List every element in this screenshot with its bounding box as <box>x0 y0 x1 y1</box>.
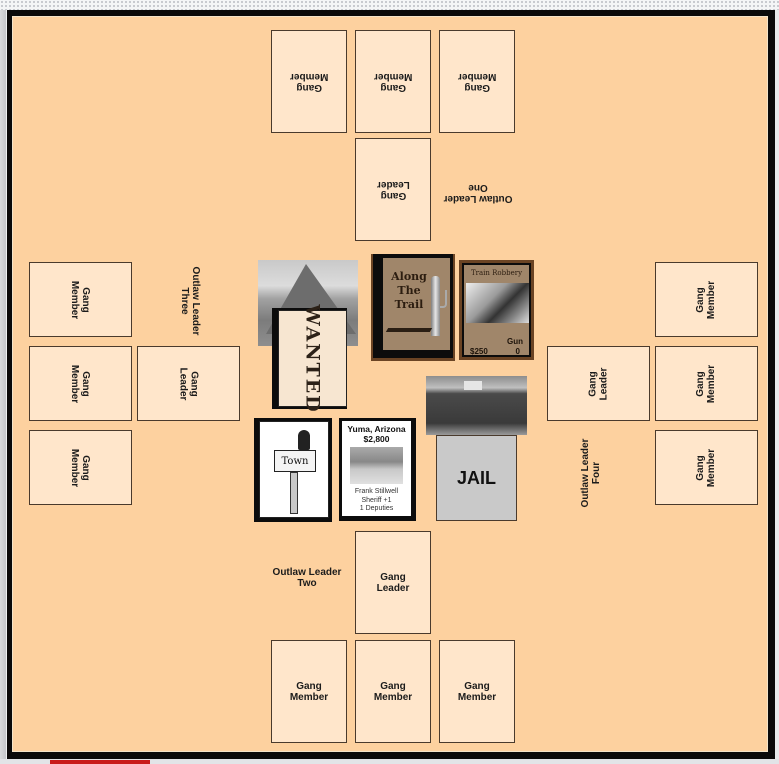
ground-shadow-graphic <box>385 328 433 332</box>
player-four-gang-member-slot-1[interactable]: Gang Member <box>655 262 758 337</box>
slot-label: Gang Member <box>289 70 329 93</box>
player-one-gang-member-slot-1[interactable]: Gang Member <box>271 30 347 133</box>
slot-label: Gang Member <box>373 680 413 703</box>
trail-event-card[interactable]: Train Robbery Gun $250 0 <box>459 260 534 360</box>
trail-card-face: Along The Trail <box>383 258 450 350</box>
trail-event-card-face: Train Robbery Gun $250 0 <box>462 263 531 357</box>
player-three-gang-member-slot-2[interactable]: Gang Member <box>29 346 132 421</box>
slot-label: Gang Member <box>695 448 718 487</box>
town-deck[interactable]: Town <box>254 418 332 522</box>
player-four-label: Outlaw Leader Four <box>580 438 602 508</box>
town-card-detail-face: Yuma, Arizona $2,800 Frank Stillwell She… <box>342 421 411 516</box>
town-name: Yuma, Arizona <box>347 424 406 434</box>
player-four-gang-leader-slot[interactable]: Gang Leader <box>547 346 650 421</box>
town-street-image <box>350 447 403 484</box>
slot-label: Gang Member <box>289 680 329 703</box>
train-image <box>466 283 529 323</box>
player-three-gang-leader-slot[interactable]: Gang Leader <box>137 346 240 421</box>
reward-value: $250 <box>470 347 488 356</box>
slot-label: Gang Member <box>69 448 92 487</box>
player-four-gang-member-slot-3[interactable]: Gang Member <box>655 430 758 505</box>
jail-building-image <box>426 376 527 435</box>
deputies-count: 1 Deputies <box>359 505 394 512</box>
wanted-card-face: WANTED <box>278 304 347 413</box>
window-top-edge <box>0 0 779 10</box>
window-right-edge <box>775 10 779 764</box>
slot-label: Gang Member <box>69 280 92 319</box>
player-two-gang-member-slot-1[interactable]: Gang Member <box>271 640 347 743</box>
player-one-label: Outlaw Leader One <box>443 182 513 204</box>
player-two-gang-leader-slot[interactable]: Gang Leader <box>355 531 431 634</box>
jail-slot[interactable]: JAIL <box>436 435 517 521</box>
slot-label: Gang Leader <box>587 367 610 400</box>
player-one-gang-member-slot-2[interactable]: Gang Member <box>355 30 431 133</box>
jail-label: JAIL <box>456 467 496 488</box>
town-deck-label: Town <box>281 455 309 467</box>
town-card-header: Yuma, Arizona $2,800 <box>342 424 411 444</box>
player-two-gang-member-slot-2[interactable]: Gang Member <box>355 640 431 743</box>
wanted-deck[interactable]: WANTED <box>272 304 347 413</box>
slot-label: Gang Member <box>373 70 413 93</box>
slot-label: Gang Member <box>69 364 92 403</box>
along-the-trail-deck[interactable]: Along The Trail <box>371 254 455 361</box>
cactus-icon <box>431 276 440 336</box>
cactus-arm-icon <box>440 290 447 308</box>
wanted-label: WANTED <box>301 303 324 414</box>
window-left-edge <box>0 10 6 764</box>
stat-name: Gun <box>507 337 523 346</box>
player-three-gang-member-slot-1[interactable]: Gang Member <box>29 262 132 337</box>
signpost-icon <box>290 472 298 514</box>
slot-label: Gang Leader <box>376 178 410 201</box>
player-one-gang-leader-slot[interactable]: Gang Leader <box>355 138 431 241</box>
slot-label: Gang Member <box>695 364 718 403</box>
trail-deck-label: Along The Trail <box>391 270 427 311</box>
town-card-face: Town <box>259 421 329 518</box>
slot-label: Gang Member <box>457 680 497 703</box>
trail-event-title: Train Robbery <box>470 269 523 277</box>
slot-label: Gang Leader <box>177 367 200 400</box>
sheriff-name: Frank Stillwell <box>354 488 399 495</box>
slot-label: Gang Leader <box>376 571 410 594</box>
player-three-label: Outlaw Leader Three <box>179 266 201 336</box>
town-card[interactable]: Yuma, Arizona $2,800 Frank Stillwell She… <box>339 418 416 521</box>
player-one-gang-member-slot-3[interactable]: Gang Member <box>439 30 515 133</box>
slot-label: Gang Member <box>695 280 718 319</box>
player-two-gang-member-slot-3[interactable]: Gang Member <box>439 640 515 743</box>
player-three-gang-member-slot-3[interactable]: Gang Member <box>29 430 132 505</box>
town-sign: Town <box>274 450 316 472</box>
player-four-gang-member-slot-2[interactable]: Gang Member <box>655 346 758 421</box>
sheriff-bonus: Sheriff +1 <box>361 496 392 504</box>
slot-label: Gang Member <box>457 70 497 93</box>
bottom-tab-indicator <box>50 760 150 764</box>
vulture-icon <box>298 430 310 450</box>
jail-sign-graphic <box>464 381 482 390</box>
town-card-footer: Frank Stillwell Sheriff +1 1 Deputies <box>342 488 411 514</box>
player-two-label: Outlaw Leader Two <box>272 567 342 589</box>
stat-value: 0 <box>515 347 520 356</box>
window-bottom-edge <box>0 759 779 764</box>
town-bounty: $2,800 <box>363 434 390 444</box>
